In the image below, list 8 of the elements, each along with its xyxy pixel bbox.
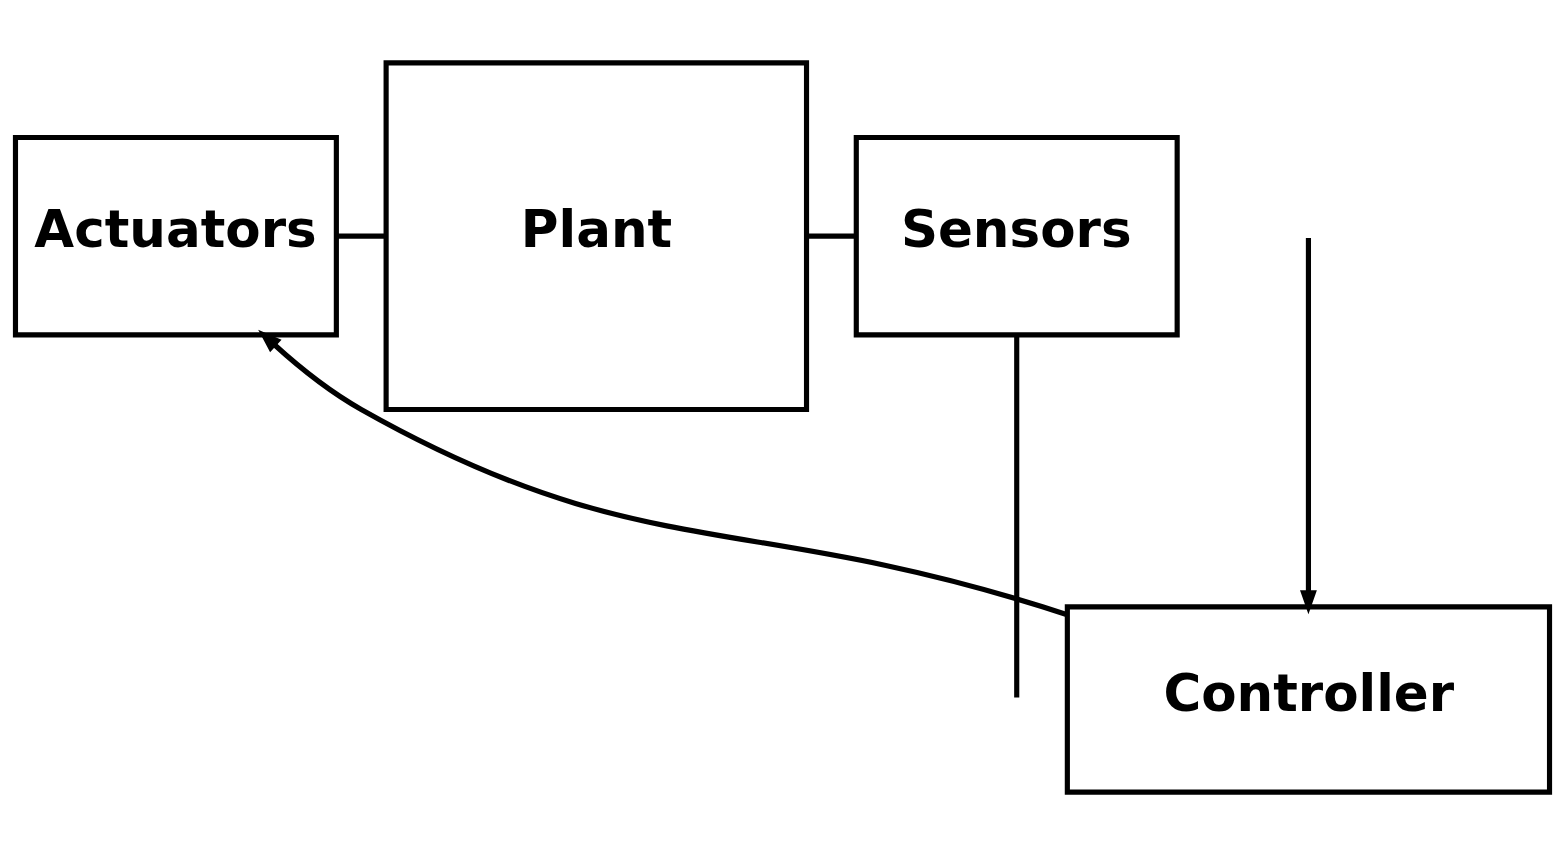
connector — [336, 233, 386, 239]
connector — [806, 233, 856, 239]
arrow — [1300, 237, 1317, 615]
node-box: Actuators — [12, 134, 339, 338]
node-box: Sensors — [853, 134, 1180, 338]
node-box: Plant — [383, 60, 810, 413]
node-box: Controller — [1064, 604, 1553, 795]
connector — [1014, 334, 1020, 698]
